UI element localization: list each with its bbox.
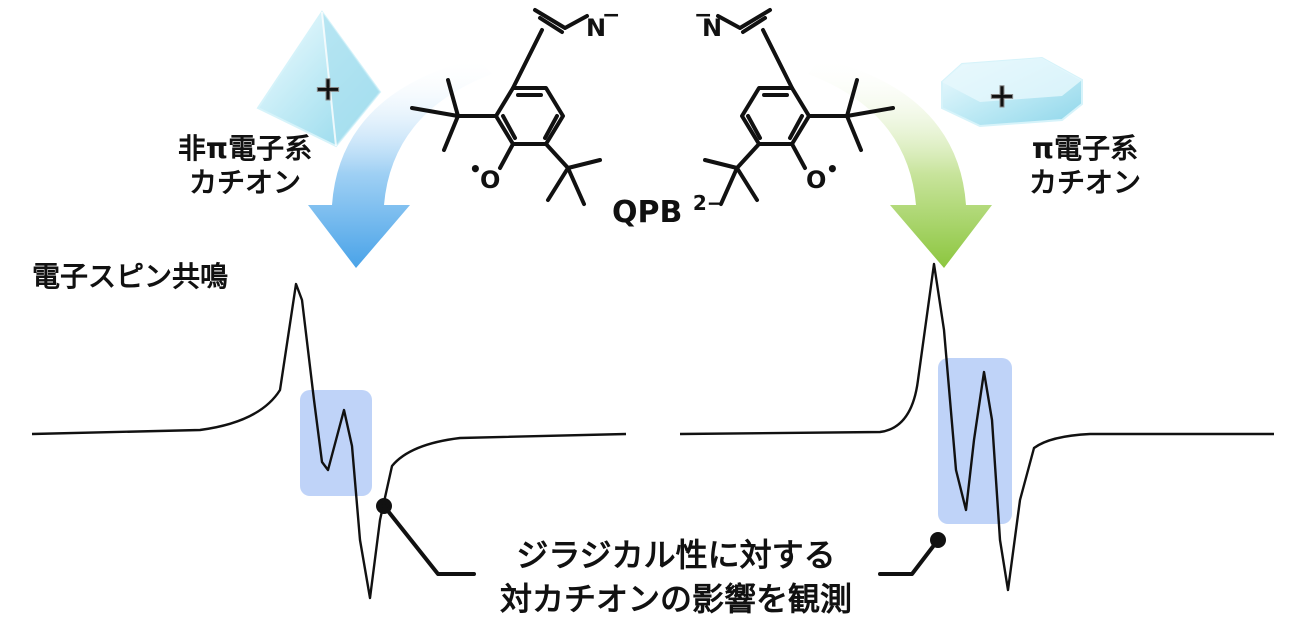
left-curved-arrow bbox=[308, 58, 492, 268]
right-cation-line1: π電子系 bbox=[1032, 132, 1138, 165]
left-o-radical: • bbox=[469, 157, 482, 181]
planar-cation-icon bbox=[941, 56, 1083, 128]
molecule-left-unit bbox=[410, 8, 602, 206]
right-esr-spectrum bbox=[679, 262, 1274, 592]
right-n-atom: N bbox=[702, 14, 722, 42]
right-pointer bbox=[878, 532, 946, 576]
left-pointer bbox=[376, 498, 476, 576]
molecule-name: QPB 2− bbox=[612, 191, 724, 230]
right-n-charge: − bbox=[694, 3, 712, 28]
left-esr-spectrum bbox=[31, 282, 627, 600]
right-o-atom: O bbox=[806, 166, 826, 194]
molecule-name-base: QPB bbox=[612, 195, 682, 230]
left-n-charge: − bbox=[602, 3, 620, 28]
caption-line1: ジラジカル性に対する bbox=[516, 536, 835, 574]
right-cation-badge: + bbox=[988, 76, 1017, 116]
left-o-atom: O bbox=[480, 166, 500, 194]
right-cation-line2: カチオン bbox=[1029, 166, 1141, 199]
molecule-name-charge: 2− bbox=[693, 191, 724, 215]
left-n-atom: N bbox=[586, 14, 606, 42]
right-o-radical: • bbox=[826, 157, 839, 181]
left-cation-line2: カチオン bbox=[189, 166, 301, 199]
caption-line2: 対カチオンの影響を観測 bbox=[500, 580, 852, 618]
tetrahedral-cation-icon bbox=[256, 10, 382, 148]
left-cation-badge: + bbox=[314, 69, 343, 109]
left-cation-line1: 非π電子系 bbox=[178, 132, 312, 165]
right-curved-arrow bbox=[808, 58, 992, 268]
molecule-right-unit bbox=[703, 8, 895, 206]
esr-label: 電子スピン共鳴 bbox=[32, 260, 228, 293]
